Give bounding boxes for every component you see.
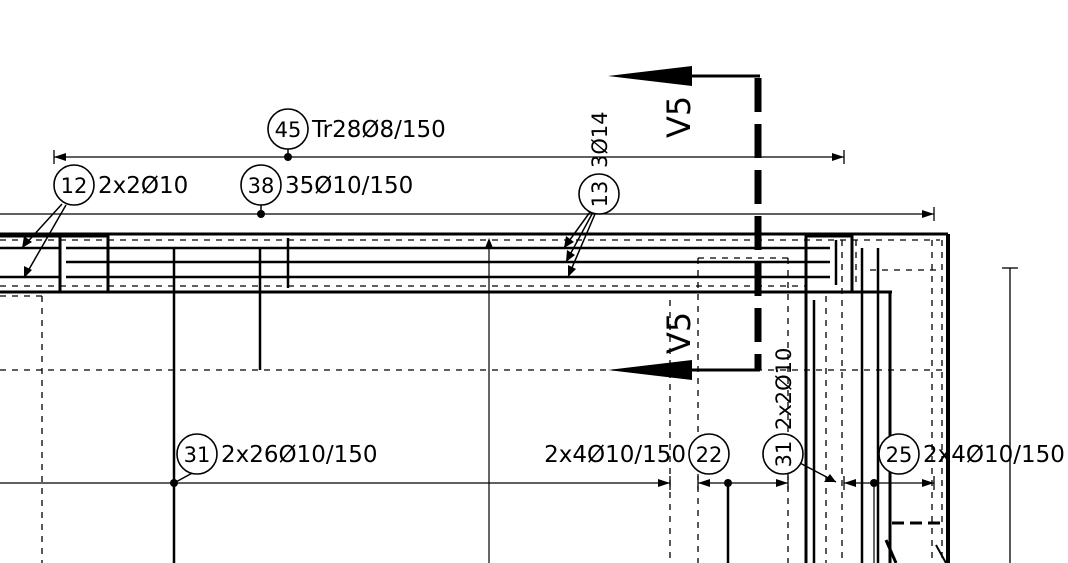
marker-22-number: 22 [696, 443, 723, 467]
section-arrow-bottom [608, 360, 692, 380]
marker-12-bubble [53, 164, 95, 206]
marker-31a-number: 31 [184, 443, 211, 467]
marker-45-number: 45 [275, 118, 302, 142]
marker-45-bubble [267, 108, 309, 150]
structure-outline [0, 232, 950, 563]
marker-25-number: 25 [886, 443, 913, 467]
marker-31a-text: 2x26Ø10/150 [221, 442, 378, 468]
lower-right-detail [884, 521, 948, 563]
marker-31b-bubble [762, 433, 804, 475]
marker-12-number: 12 [61, 174, 88, 198]
marker-38-number: 38 [248, 174, 275, 198]
slab-thin-lines [488, 240, 875, 563]
dimension-lines [0, 150, 1018, 563]
marker-22-bubble [688, 433, 730, 475]
section-label-top: V5 [660, 96, 698, 138]
marker-31b-number: 31 [772, 441, 796, 468]
marker-38-bubble [240, 164, 282, 206]
beam-longitudinal-bars [0, 238, 838, 288]
marker-13-bubble [578, 173, 620, 215]
marker-31a: 31 2x26Ø10/150 [176, 433, 378, 475]
marker-13-number: 13 [588, 181, 612, 208]
marker-38-text: 35Ø10/150 [285, 173, 413, 199]
marker-31a-bubble [176, 433, 218, 475]
section-cut-v5: V5 V5 [608, 66, 762, 380]
marker-22: 2x4Ø10/150 22 [544, 433, 730, 475]
dimension-arrowheads [54, 153, 934, 487]
marker-25-text: 2x4Ø10/150 [923, 442, 1065, 468]
marker-12-text: 2x2Ø10 [98, 173, 188, 199]
leader-arrowheads [22, 236, 836, 482]
marker-12: 12 2x2Ø10 [53, 164, 188, 206]
leader-lines [21, 149, 837, 484]
marker-13: 13 3Ø14 [578, 111, 620, 215]
marker-25-bubble [878, 433, 920, 475]
marker-31b: 31 2x2Ø10 [762, 348, 804, 475]
marker-45: 45 Tr28Ø8/150 [267, 108, 446, 150]
marker-22-text: 2x4Ø10/150 [544, 442, 686, 468]
marker-45-text: Tr28Ø8/150 [311, 117, 446, 143]
section-label-bottom: V5 [660, 312, 698, 354]
section-arrow-top [608, 66, 692, 86]
slab-vertical-bars [172, 248, 880, 563]
marker-31b-text: 2x2Ø10 [772, 348, 796, 430]
marker-38: 38 35Ø10/150 [240, 164, 413, 206]
hidden-lines [0, 239, 945, 563]
marker-25: 25 2x4Ø10/150 [878, 433, 1065, 475]
marker-13-text: 3Ø14 [588, 111, 612, 168]
